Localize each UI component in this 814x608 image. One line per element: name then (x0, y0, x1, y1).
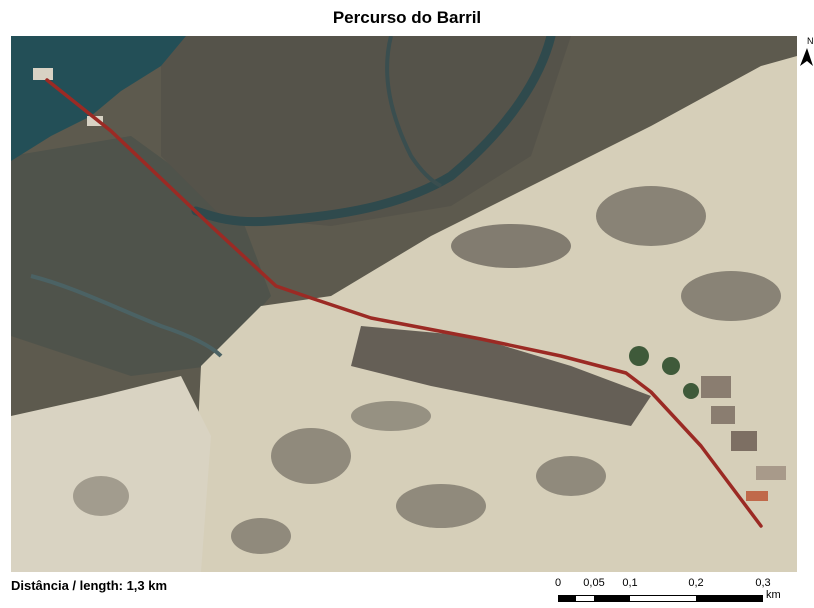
building (711, 406, 735, 424)
pier (33, 68, 53, 80)
tidal-channel (191, 36, 556, 227)
river (11, 36, 186, 161)
vegetation-patch (271, 428, 351, 484)
scale-tick-4: 0,3 (755, 577, 771, 589)
marsh-area-north (161, 36, 571, 226)
aerial-map[interactable] (11, 36, 797, 572)
tidal-creek (30, 274, 223, 358)
north-label: N (807, 36, 814, 46)
tree (629, 346, 649, 366)
vegetation-patch (451, 224, 571, 268)
building (756, 466, 786, 480)
vegetation-patch (351, 401, 431, 431)
scale-unit: km (766, 589, 781, 601)
distance-label: Distância / length: 1,3 km (11, 578, 168, 593)
vegetation-patch (396, 484, 486, 528)
scale-segment-white (630, 595, 696, 602)
scale-tick-1: 0,05 (583, 577, 605, 589)
building (731, 431, 757, 451)
vegetation-patch (73, 476, 129, 516)
vegetation-patch (596, 186, 706, 246)
scale-segment-black (696, 595, 763, 602)
scale-tick-2: 0,1 (622, 577, 638, 589)
pier (87, 116, 103, 126)
vegetation-patch (536, 456, 606, 496)
sand-dunes-southwest (11, 376, 211, 572)
building (701, 376, 731, 398)
vegetation-patch (231, 518, 291, 554)
scale-segment-black (558, 595, 576, 602)
vegetation-patch (681, 271, 781, 321)
scale-bar: 0 0,05 0,1 0,2 0,3 km (550, 577, 800, 607)
vegetation-strip (351, 326, 651, 426)
scale-tick-0: 0 (554, 577, 562, 589)
map-canvas (11, 36, 797, 572)
map-title: Percurso do Barril (332, 8, 482, 27)
tidal-creek (385, 36, 442, 188)
scale-tick-3: 0,2 (688, 577, 704, 589)
trail-route[interactable] (45, 78, 763, 528)
scale-segment-black (594, 595, 630, 602)
building-roof (746, 491, 768, 501)
tree (662, 357, 680, 375)
north-arrow-icon (798, 36, 814, 76)
tree (683, 383, 699, 399)
scale-segment-white (576, 595, 594, 602)
